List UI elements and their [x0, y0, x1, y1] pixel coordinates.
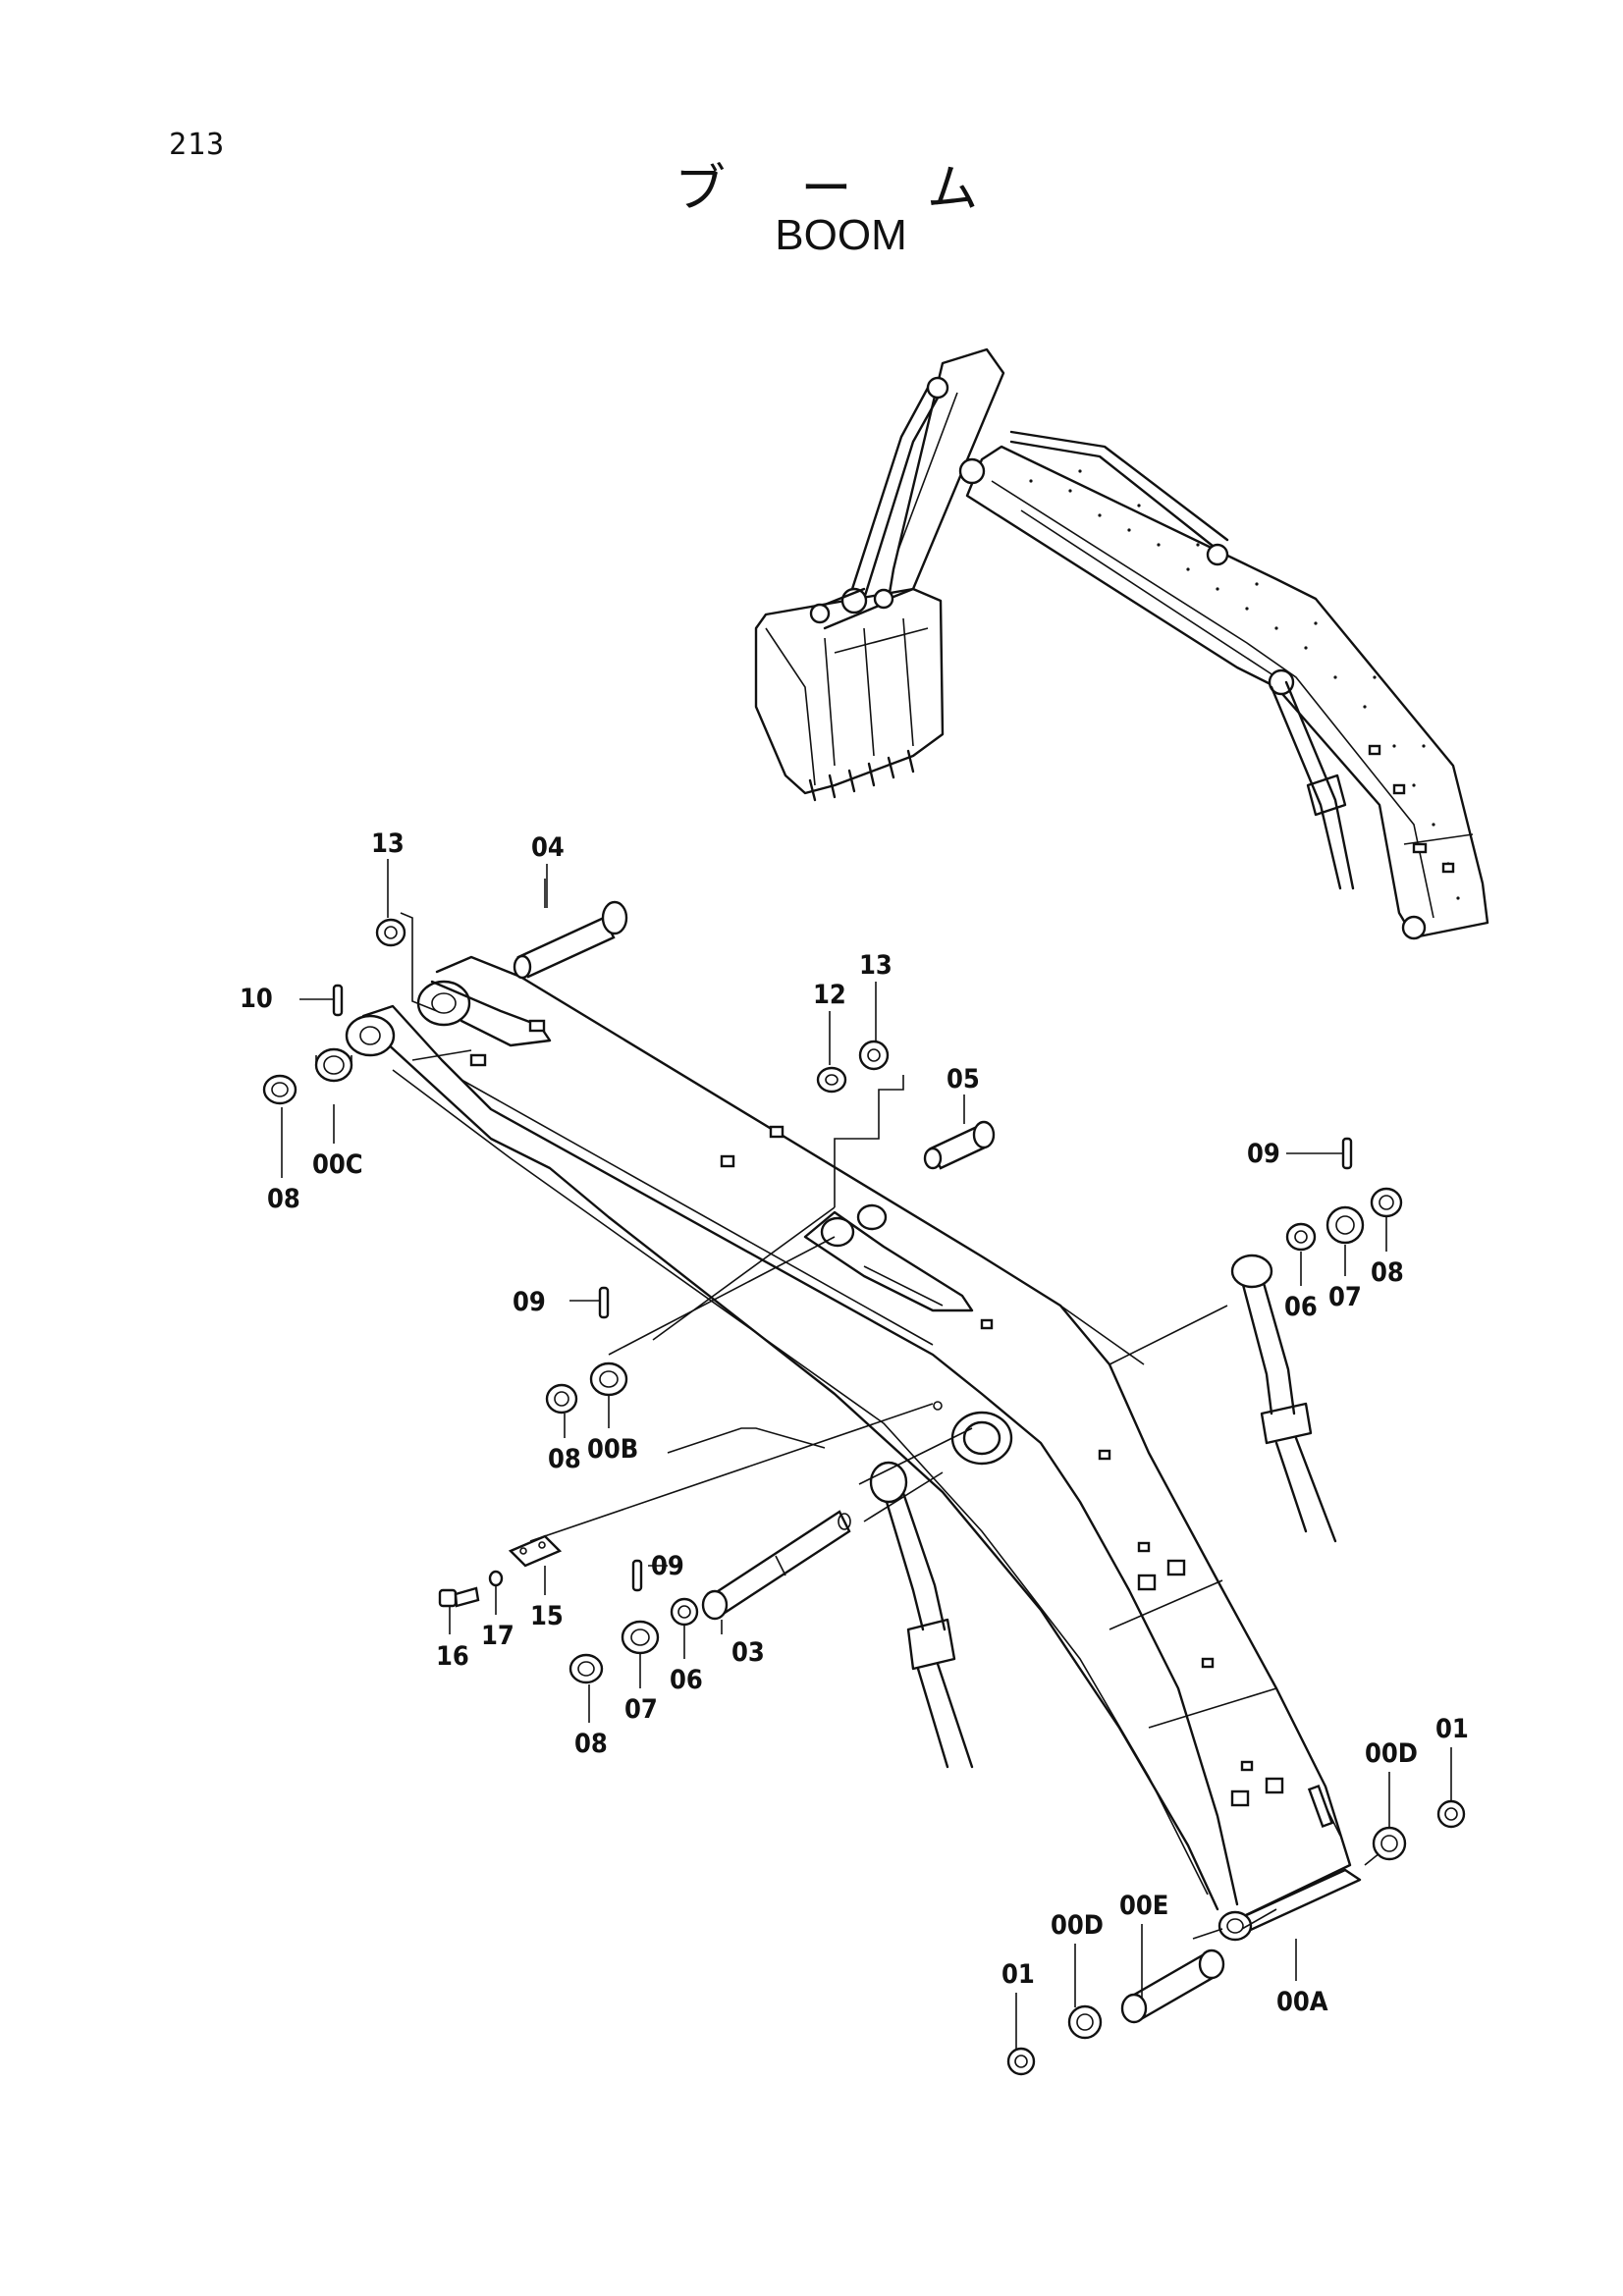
- ring-08-lower: [568, 1653, 604, 1684]
- boom-cylinder-middle: [869, 1461, 974, 1769]
- plate-15: [508, 1534, 563, 1568]
- pin-05: [923, 1120, 996, 1170]
- label-05: 05: [947, 1064, 980, 1095]
- label-06-right: 06: [1284, 1292, 1318, 1322]
- label-00A: 00A: [1276, 1987, 1328, 2017]
- washer-12: [816, 1066, 847, 1094]
- parts: [262, 900, 1466, 2076]
- page-number: 213: [169, 128, 226, 162]
- part-labels: 13 04 10 00C 08 12 13 05 09 06 07 08 09 …: [240, 828, 1469, 2017]
- label-01-right: 01: [1435, 1714, 1469, 1744]
- boom-cylinder-right: [1230, 1254, 1337, 1543]
- label-08-upper-left: 08: [267, 1184, 300, 1214]
- label-10: 10: [240, 984, 273, 1014]
- excavator-overview-illustration: [754, 347, 1489, 940]
- label-00D-left: 00D: [1051, 1910, 1104, 1941]
- label-09-lower: 09: [651, 1551, 684, 1581]
- label-06-lower: 06: [670, 1665, 703, 1695]
- bushing-07-right: [1325, 1205, 1365, 1245]
- label-00D-right: 00D: [1365, 1738, 1418, 1769]
- label-15: 15: [530, 1601, 564, 1631]
- ring-01-right: [1436, 1799, 1466, 1829]
- label-09-right: 09: [1247, 1139, 1280, 1169]
- boom-foot-teeth: [1307, 1784, 1334, 1829]
- pin-04: [513, 900, 628, 980]
- label-09-middle: 09: [513, 1287, 546, 1317]
- pin-03: [701, 1510, 851, 1621]
- title-english: BOOM: [775, 211, 907, 259]
- label-04: 04: [531, 832, 565, 863]
- pipe-00E: [1120, 1949, 1225, 2024]
- label-13-upper-left: 13: [371, 828, 405, 859]
- label-00B: 00B: [587, 1434, 638, 1465]
- label-16: 16: [436, 1641, 469, 1672]
- label-13-middle: 13: [859, 950, 893, 981]
- label-17: 17: [481, 1621, 514, 1651]
- pin-09-right: [1341, 1137, 1353, 1170]
- label-12: 12: [813, 980, 846, 1010]
- label-03: 03: [731, 1637, 765, 1668]
- washer-06-right: [1285, 1222, 1317, 1252]
- ring-01-left: [1006, 2047, 1036, 2076]
- washer-13-upper-left: [375, 918, 406, 947]
- bushing-00B: [589, 1362, 628, 1397]
- bolt-16: [438, 1586, 480, 1608]
- label-08-middle: 08: [548, 1444, 581, 1474]
- ring-08-right: [1370, 1187, 1403, 1218]
- title-japanese: ブ ー ム: [674, 160, 1008, 219]
- pin-10: [332, 984, 344, 1017]
- leader-lines: [299, 879, 1390, 1940]
- label-01-left: 01: [1001, 1959, 1035, 1990]
- label-07-right: 07: [1328, 1282, 1362, 1312]
- bushing-00D-right: [1372, 1826, 1407, 1861]
- pin-09-lower: [631, 1559, 643, 1592]
- bushing-00D-left: [1067, 2004, 1103, 2040]
- label-stems: [281, 859, 1452, 2049]
- pin-09-middle: [598, 1286, 610, 1319]
- label-00C: 00C: [312, 1149, 363, 1180]
- washer-06-lower: [670, 1597, 699, 1627]
- ring-08-middle: [545, 1383, 578, 1415]
- washer-13-middle: [858, 1040, 890, 1071]
- ring-08-upper-left: [262, 1074, 298, 1105]
- bushing-00C: [314, 1047, 353, 1083]
- label-08-right: 08: [1371, 1257, 1404, 1288]
- boom-main-structure: [345, 955, 1362, 1942]
- washer-17: [488, 1570, 504, 1587]
- bushing-07-lower: [621, 1620, 660, 1655]
- label-08-lower: 08: [574, 1729, 608, 1759]
- label-07-lower: 07: [624, 1694, 658, 1725]
- label-00E: 00E: [1119, 1891, 1168, 1921]
